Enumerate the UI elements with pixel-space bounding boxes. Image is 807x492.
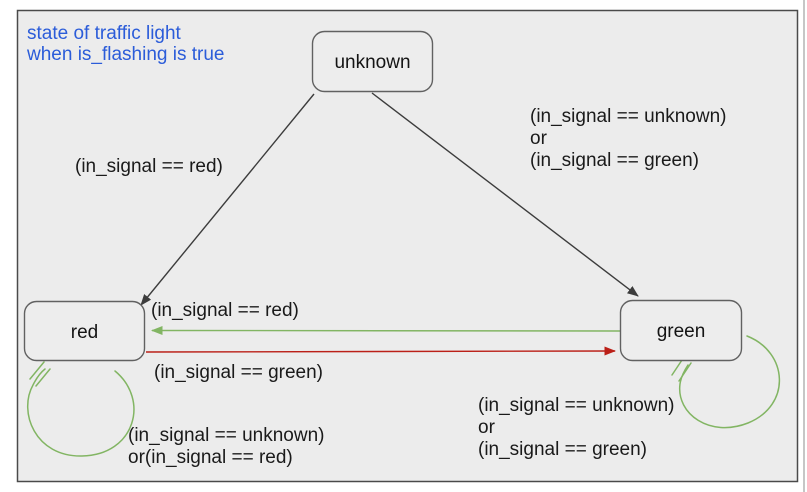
transition-red-to-green-label: (in_signal == green) — [154, 362, 323, 383]
self-loop-red-label-line-1: (in_signal == unknown) — [128, 425, 324, 446]
transition-unknown-to-red-line — [140, 93, 315, 306]
transition-unknown-to-green-label-line-2: or — [530, 128, 548, 149]
state-red-box — [23, 300, 146, 362]
state-green-box — [619, 299, 743, 362]
self-loop-red-label-line-2: or(in_signal == red) — [128, 447, 293, 468]
state-unknown-box — [311, 30, 434, 93]
transition-red-to-green-line — [145, 346, 616, 356]
self-loop-green-label-line-2: or — [478, 417, 496, 438]
state-unknown-label: unknown — [334, 52, 410, 73]
state-green-label: green — [657, 321, 706, 342]
diagram-title-line-2: when is_flashing is true — [26, 44, 225, 65]
self-loop-green-label-line-3: (in_signal == green) — [478, 439, 647, 460]
transition-green-to-red-line — [151, 326, 621, 336]
diagram-title-line-1: state of traffic light — [27, 23, 182, 44]
transition-green-to-red-label: (in_signal == red) — [151, 300, 299, 321]
transition-unknown-to-red-label: (in_signal == red) — [75, 156, 223, 177]
transition-unknown-to-green-line — [371, 92, 639, 297]
transition-unknown-to-green-label-line-1: (in_signal == unknown) — [530, 106, 726, 127]
state-red-label: red — [71, 322, 98, 343]
self-loop-green-label-line-1: (in_signal == unknown) — [478, 395, 674, 416]
self-loop-red-curve — [26, 368, 135, 457]
transition-unknown-to-green-label-line-3: (in_signal == green) — [530, 150, 699, 171]
self-loop-red-arrowhead-icon — [29, 361, 51, 387]
